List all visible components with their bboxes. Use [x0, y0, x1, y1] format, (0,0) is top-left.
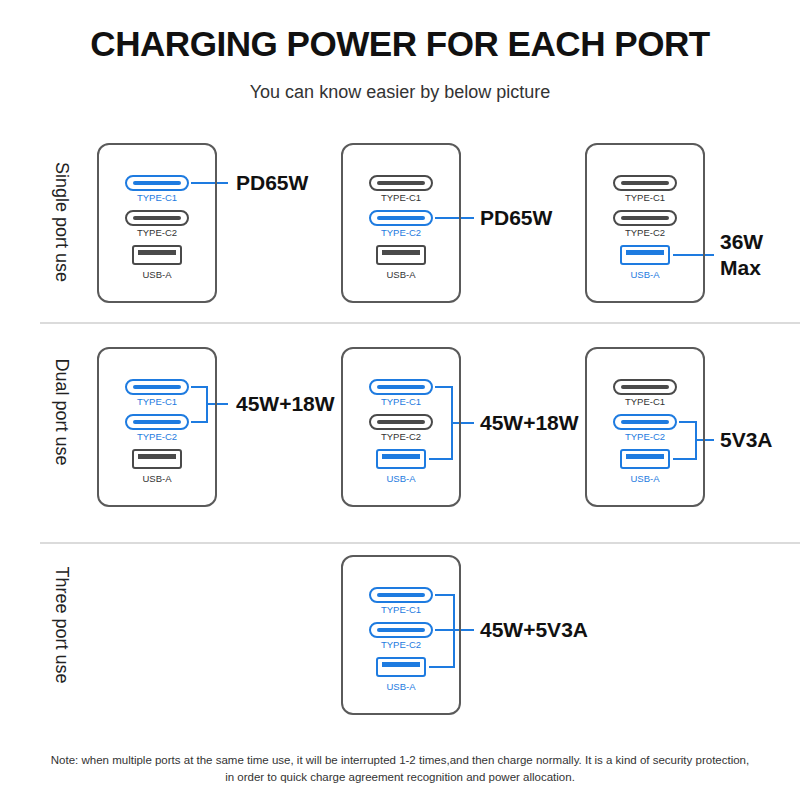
port-label: TYPE-C2 [97, 227, 217, 239]
port-label: TYPE-C1 [341, 192, 461, 204]
port-tongue [133, 216, 181, 220]
leader-line [191, 387, 207, 422]
port-tongue [138, 250, 176, 255]
port-label: TYPE-C1 [585, 192, 705, 204]
charger-box: TYPE-C1TYPE-C2USB-A [97, 143, 217, 303]
leader-line [191, 182, 228, 184]
port-label: TYPE-C1 [97, 192, 217, 204]
power-label: PD65W [480, 205, 552, 231]
port-label: TYPE-C2 [585, 431, 705, 443]
port-label: TYPE-C1 [585, 396, 705, 408]
leader-line [696, 439, 714, 441]
type-c-port [614, 415, 676, 429]
port-tongue [377, 181, 425, 185]
port-label: TYPE-C2 [97, 431, 217, 443]
port-tongue [621, 181, 669, 185]
port-tongue [377, 420, 425, 424]
port-tongue [133, 420, 181, 424]
power-label: 36W Max [720, 229, 778, 282]
power-label: 5V3A [720, 427, 773, 453]
port-tongue [621, 216, 669, 220]
port-label: TYPE-C1 [341, 604, 461, 616]
subtitle: You can know easier by below picture [0, 81, 800, 104]
type-c-port [614, 380, 676, 394]
note-caption: Note: when multiple ports at the same ti… [50, 752, 750, 785]
type-c-port [126, 380, 188, 394]
type-c-port [370, 588, 432, 602]
type-c-port [614, 211, 676, 225]
port-tongue [133, 181, 181, 185]
usb-a-port [377, 246, 425, 264]
port-tongue [377, 216, 425, 220]
port-tongue [377, 385, 425, 389]
leader-line [452, 422, 474, 424]
port-label: TYPE-C2 [585, 227, 705, 239]
port-label: USB-A [585, 473, 705, 485]
power-label: PD65W [236, 170, 308, 196]
usb-a-port [133, 450, 181, 468]
port-tongue [626, 454, 664, 459]
port-label: USB-A [341, 473, 461, 485]
port-tongue [621, 420, 669, 424]
port-label: USB-A [97, 269, 217, 281]
charger-box: TYPE-C1TYPE-C2USB-A [341, 143, 461, 303]
port-label: TYPE-C2 [341, 431, 461, 443]
type-c-port [614, 176, 676, 190]
leader-line [435, 217, 474, 219]
row-label: Single port use [51, 162, 74, 282]
port-tongue [377, 628, 425, 632]
port-tongue [382, 662, 420, 667]
type-c-port [370, 176, 432, 190]
usb-a-port [377, 450, 425, 468]
leader-line [454, 629, 474, 631]
port-label: USB-A [341, 269, 461, 281]
leader-line [673, 254, 714, 256]
usb-a-port [621, 450, 669, 468]
page-title: CHARGING POWER FOR EACH PORT [0, 24, 800, 64]
type-c-port [370, 380, 432, 394]
type-c-port [126, 211, 188, 225]
port-label: TYPE-C2 [341, 639, 461, 651]
row-divider [40, 322, 800, 324]
power-label: 45W+18W [236, 391, 335, 417]
type-c-port [370, 415, 432, 429]
port-label: USB-A [585, 269, 705, 281]
port-label: USB-A [97, 473, 217, 485]
port-label: TYPE-C1 [341, 396, 461, 408]
row-label: Dual port use [51, 358, 74, 465]
type-c-port [126, 176, 188, 190]
charger-box: TYPE-C1TYPE-C2USB-A [585, 143, 705, 303]
port-label: USB-A [341, 681, 461, 693]
port-label: TYPE-C1 [97, 396, 217, 408]
charger-box: TYPE-C1TYPE-C2USB-A [585, 347, 705, 507]
leader-line [673, 422, 696, 459]
row-divider [40, 542, 800, 544]
leader-line [435, 629, 454, 631]
port-tongue [626, 250, 664, 255]
power-label: 45W+5V3A [480, 617, 588, 643]
port-tongue [133, 385, 181, 389]
charger-box: TYPE-C1TYPE-C2USB-A [341, 347, 461, 507]
port-tongue [382, 250, 420, 255]
port-tongue [382, 454, 420, 459]
type-c-port [370, 623, 432, 637]
row-label: Three port use [51, 566, 74, 683]
port-label: TYPE-C2 [341, 227, 461, 239]
usb-a-port [377, 658, 425, 676]
usb-a-port [621, 246, 669, 264]
usb-a-port [133, 246, 181, 264]
port-tongue [377, 593, 425, 597]
port-tongue [621, 385, 669, 389]
type-c-port [370, 211, 432, 225]
charger-box: TYPE-C1TYPE-C2USB-A [341, 555, 461, 715]
power-label: 45W+18W [480, 410, 579, 436]
type-c-port [126, 415, 188, 429]
leader-line [207, 403, 228, 405]
port-tongue [138, 454, 176, 459]
charger-box: TYPE-C1TYPE-C2USB-A [97, 347, 217, 507]
